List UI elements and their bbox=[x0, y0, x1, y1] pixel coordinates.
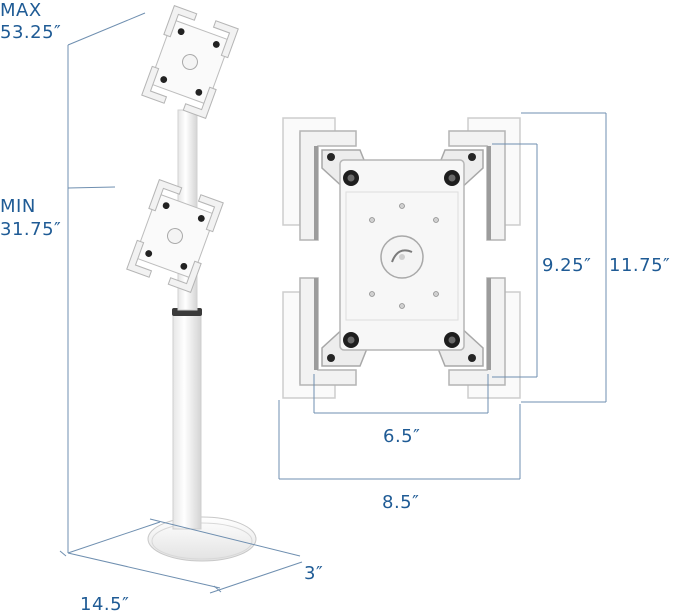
inner-width-value: 6.5″ bbox=[383, 426, 421, 447]
stand-dimension-lines bbox=[59, 12, 303, 594]
mount-dimension-lines bbox=[278, 112, 607, 480]
stand-tablet-mount-min bbox=[126, 178, 224, 294]
base-width-value: 14.5″ bbox=[80, 594, 130, 615]
stand-lower-pole bbox=[172, 314, 202, 530]
outer-height-value: 11.75″ bbox=[609, 255, 671, 276]
stand-base-plate bbox=[147, 516, 257, 562]
max-height-value: 53.25″ bbox=[0, 22, 62, 43]
floor-stand bbox=[126, 4, 257, 562]
outer-width-value: 8.5″ bbox=[382, 492, 420, 513]
stand-tablet-mount-max bbox=[141, 4, 239, 120]
inner-height-value: 9.25″ bbox=[542, 255, 592, 276]
min-height-value: 31.75″ bbox=[0, 219, 62, 240]
clamp-knob-icons bbox=[327, 153, 476, 362]
base-depth-value: 3″ bbox=[304, 563, 324, 584]
vesa-mount-front-view bbox=[282, 117, 521, 399]
min-height-title: MIN bbox=[0, 196, 36, 217]
max-height-title: MAX bbox=[0, 0, 42, 21]
